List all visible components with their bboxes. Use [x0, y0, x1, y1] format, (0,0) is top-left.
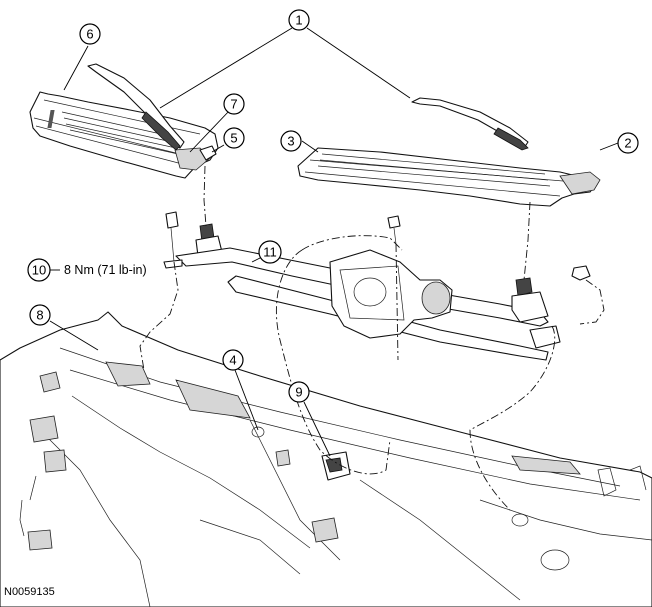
left-cowl-panel — [29, 91, 219, 179]
callout-3: 3 — [280, 130, 302, 152]
callout-8-label: 8 — [36, 308, 43, 323]
callout-8: 8 — [29, 304, 51, 326]
callout-10-label: 10 — [32, 263, 46, 278]
wiper-linkage — [175, 223, 561, 361]
left-wiper-arm — [87, 63, 185, 151]
callout-4: 4 — [222, 349, 244, 371]
nut-right — [571, 265, 591, 281]
callout-4-label: 4 — [229, 353, 236, 368]
callout-11: 11 — [258, 240, 282, 264]
callout-2: 2 — [617, 132, 639, 154]
right-wiper-arm — [411, 97, 529, 151]
callout-11-label: 11 — [263, 245, 277, 260]
callout-10: 10 — [27, 258, 51, 282]
cowl-body-structure — [0, 311, 652, 607]
callout-1-label: 1 — [295, 13, 302, 28]
figure-id: N0059135 — [4, 586, 55, 598]
callout-7: 7 — [223, 93, 245, 115]
bolt-center — [387, 215, 401, 245]
callout-9-label: 9 — [295, 385, 302, 400]
callout-5-label: 5 — [230, 131, 237, 146]
callout-3-label: 3 — [287, 134, 294, 149]
callout-2-label: 2 — [624, 136, 631, 151]
callout-7-label: 7 — [230, 97, 237, 112]
callout-6-label: 6 — [86, 27, 93, 42]
callout-6: 6 — [79, 23, 101, 45]
routing-lines — [139, 165, 605, 511]
callout-5: 5 — [223, 127, 245, 149]
callout-1: 1 — [288, 9, 310, 31]
right-cowl-panel — [297, 147, 601, 207]
bolt-left — [163, 211, 183, 269]
torque-spec-label: 8 Nm (71 lb-in) — [64, 263, 147, 277]
callout-9: 9 — [288, 381, 310, 403]
